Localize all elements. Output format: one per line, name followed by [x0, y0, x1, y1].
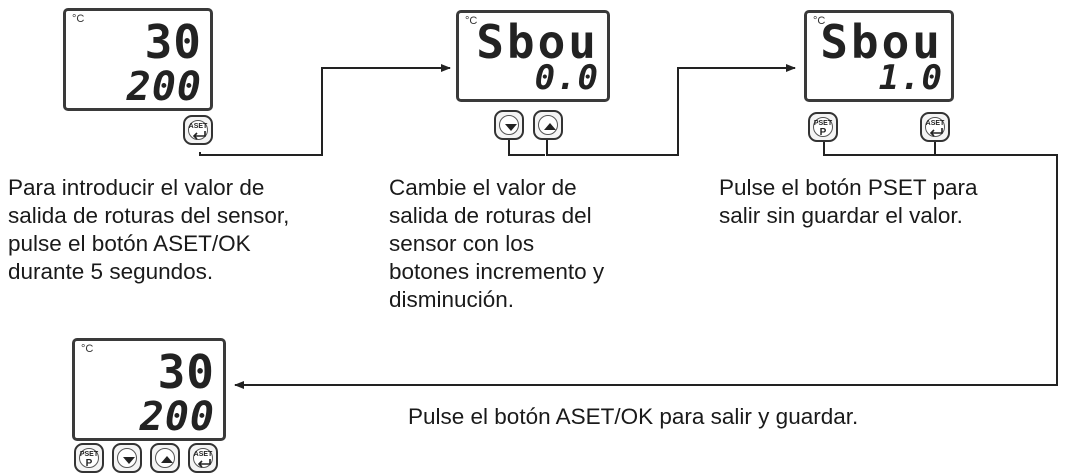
enter-arrow-icon: [929, 128, 943, 137]
set-value: 200: [139, 394, 215, 440]
pset-label: PSET: [813, 120, 833, 127]
parameter-name: Sbou: [820, 15, 943, 69]
connector-step2-to-step3: [508, 68, 795, 156]
display-step1: °C 30 200: [63, 8, 213, 111]
caption-step1: Para introducir el valor de salida de ro…: [8, 175, 290, 284]
parameter-value: 1.0: [878, 58, 943, 98]
triangle-down-icon: [123, 457, 135, 464]
button-face: [813, 117, 833, 137]
unit-label: °C: [465, 15, 478, 27]
parameter-value: 0.0: [534, 58, 599, 98]
unit-label: °C: [81, 343, 94, 355]
display-step2: °C Sbou 0.0: [456, 10, 610, 102]
caption-step2: Cambie el valor de salida de roturas del…: [389, 175, 605, 312]
decrement-button[interactable]: [112, 443, 142, 473]
display-step3: °C Sbou 1.0: [804, 10, 954, 102]
pset-label: PSET: [79, 451, 99, 458]
decrement-button[interactable]: [494, 110, 524, 140]
pset-button[interactable]: PSET P: [74, 443, 104, 473]
button-face: [193, 448, 213, 468]
aset-ok-button[interactable]: ASET: [188, 443, 218, 473]
connector-step1-to-step2: [199, 64, 451, 156]
enter-arrow-icon: [197, 459, 211, 468]
aset-label: ASET: [188, 123, 208, 130]
increment-button[interactable]: [533, 110, 563, 140]
triangle-up-icon: [161, 456, 173, 463]
aset-ok-button[interactable]: ASET: [183, 115, 213, 145]
caption-step3: Pulse el botón PSET para salir sin guard…: [719, 175, 978, 228]
button-face: [79, 448, 99, 468]
unit-label: °C: [72, 13, 85, 25]
aset-ok-button[interactable]: ASET: [920, 112, 950, 142]
enter-arrow-icon: [192, 131, 206, 140]
triangle-up-icon: [544, 123, 556, 130]
caption-step4: Pulse el botón ASET/OK para salir y guar…: [408, 404, 859, 429]
increment-button[interactable]: [150, 443, 180, 473]
pset-letter: P: [819, 127, 827, 138]
process-value: 30: [157, 345, 215, 399]
set-value: 200: [126, 64, 202, 110]
pset-button[interactable]: PSET P: [808, 112, 838, 142]
aset-label: ASET: [193, 451, 213, 458]
parameter-name: Sbou: [476, 15, 599, 69]
connector-step3-to-step4: [235, 142, 1058, 385]
aset-label: ASET: [925, 120, 945, 127]
button-face: [188, 120, 208, 140]
display-step4: °C 30 200: [72, 338, 226, 441]
unit-label: °C: [813, 15, 826, 27]
triangle-down-icon: [505, 124, 517, 131]
pset-letter: P: [85, 458, 93, 469]
button-face: [925, 117, 945, 137]
process-value: 30: [144, 15, 202, 69]
